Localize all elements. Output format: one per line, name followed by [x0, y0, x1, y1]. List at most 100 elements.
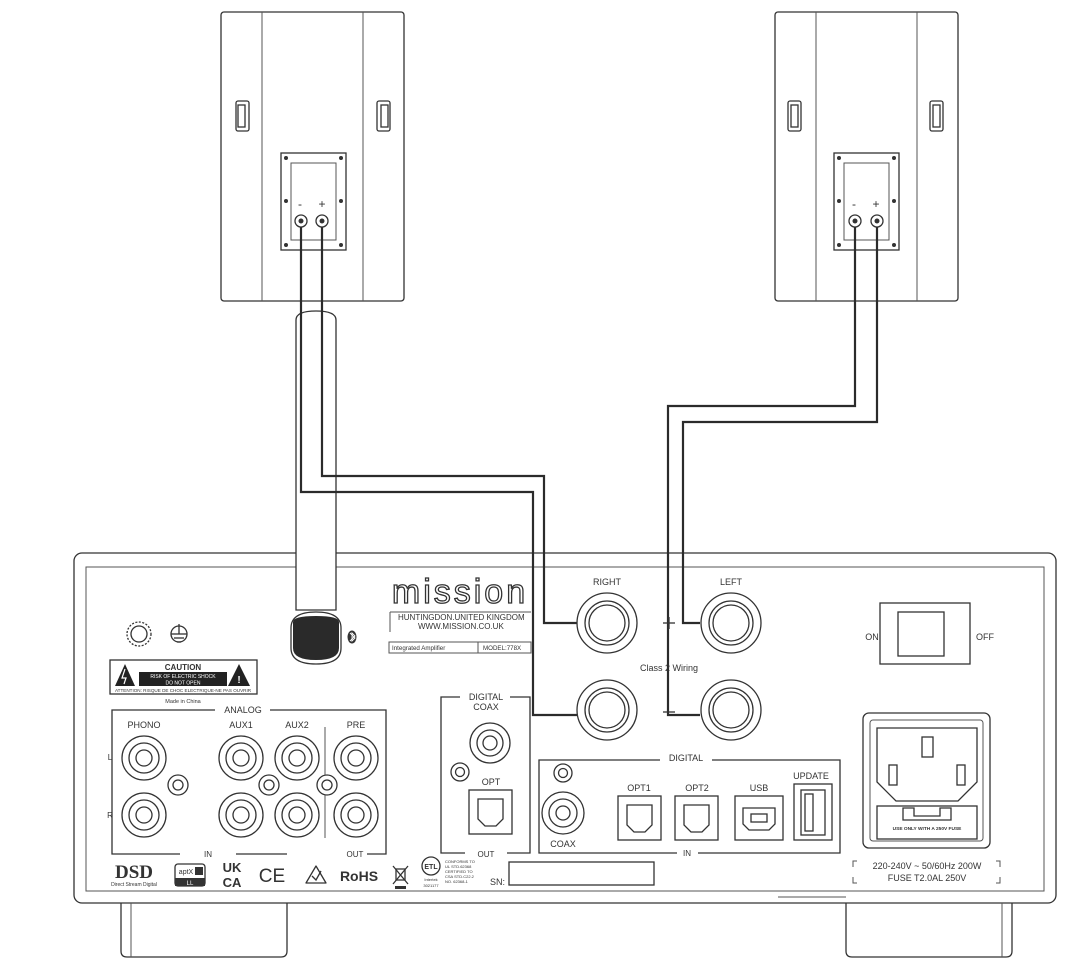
etl-line2: UL STD.62368 — [445, 864, 472, 869]
left-speaker: - + — [220, 11, 405, 302]
digital-out-title1: DIGITAL — [469, 692, 503, 702]
caution-line2: DO NOT OPEN — [166, 681, 201, 687]
digital-in-section: DIGITAL IN COAX OPT1 OPT2 USB UPDATE — [538, 753, 841, 858]
digital-out-out-label: OUT — [478, 850, 495, 859]
ground-icon — [170, 624, 188, 643]
right-speaker-minus-label: - — [852, 197, 856, 211]
phono-l-jack[interactable] — [121, 735, 167, 781]
speaker-outputs: RIGHT LEFT Class 2 Wiring — [576, 577, 762, 741]
left-negative-binding-post[interactable] — [700, 679, 762, 741]
power-rating: 220-240V ~ 50/60Hz 200W FUSE T2.0AL 250V — [852, 860, 1001, 884]
right-negative-binding-post[interactable] — [576, 679, 638, 741]
aux2-r-jack[interactable] — [274, 792, 320, 838]
analog-phono-label: PHONO — [127, 720, 160, 730]
phono-r-jack[interactable] — [121, 792, 167, 838]
svg-text:ETL: ETL — [424, 864, 438, 871]
serial-number-field — [508, 861, 655, 886]
power-rating-line1: 220-240V ~ 50/60Hz 200W — [873, 861, 982, 871]
right-speaker-terminal-plate — [833, 152, 900, 251]
aptx-text: aptX — [179, 869, 194, 876]
analog-ground-post[interactable] — [258, 774, 280, 796]
fuse-warning-label: USE ONLY WITH A 250V FUSE — [893, 826, 962, 832]
analog-out-label: OUT — [347, 850, 364, 859]
analog-ground-post[interactable] — [316, 774, 338, 796]
etl-line3: CERTIFIED TO — [445, 869, 473, 874]
digital-out-ground-post[interactable] — [450, 762, 470, 782]
digital-in-title: DIGITAL — [669, 753, 703, 763]
usb-b-port[interactable] — [734, 795, 784, 841]
digital-in-ground-post[interactable] — [553, 763, 573, 783]
svg-text:!: ! — [237, 675, 240, 686]
dsd-logo: DSD — [115, 862, 153, 883]
phono-ground-post[interactable] — [167, 774, 189, 796]
caution-line1: RISK OF ELECTRIC SHOCK — [150, 674, 216, 680]
warning-icon — [115, 664, 135, 686]
speaker-cables — [299, 227, 879, 717]
analog-aux1-label: AUX1 — [229, 720, 253, 730]
analog-l-label: L — [108, 753, 113, 762]
brand-block: mission HUNTINGDON.UNITED KINGDOM WWW.MI… — [388, 572, 532, 654]
aux1-r-jack[interactable] — [218, 792, 264, 838]
analog-pre-label: PRE — [347, 720, 366, 730]
power-switch[interactable] — [879, 602, 971, 665]
weee-bin-icon — [392, 865, 409, 889]
output-right-label: RIGHT — [593, 577, 622, 587]
aptx-sub-text: LL — [187, 881, 194, 887]
pre-r-jack[interactable] — [333, 792, 379, 838]
bluetooth-antenna — [290, 310, 342, 665]
analog-aux2-label: AUX2 — [285, 720, 309, 730]
caution-label: ! CAUTION RISK OF ELECTRIC SHOCK DO NOT … — [109, 659, 258, 705]
ukca-logo-top: UK — [223, 860, 242, 875]
optical-in-2-port[interactable] — [674, 795, 719, 841]
right-speaker-plus-label: + — [872, 197, 879, 211]
right-positive-binding-post[interactable] — [576, 592, 638, 654]
left-speaker-plus-label: + — [318, 197, 325, 211]
fuse-holder[interactable] — [902, 807, 952, 821]
digital-in-usb-label: USB — [750, 783, 769, 793]
iec-socket[interactable] — [876, 727, 978, 802]
aux1-l-jack[interactable] — [218, 735, 264, 781]
analog-in-label: IN — [204, 850, 212, 859]
model-label: MODEL:778X — [483, 645, 521, 652]
digital-out-title2: COAX — [473, 702, 499, 712]
digital-coax-out-jack[interactable] — [469, 722, 511, 764]
power-off-label: OFF — [976, 632, 994, 642]
digital-in-coax-label: COAX — [550, 839, 576, 849]
optical-out-port[interactable] — [468, 789, 513, 835]
pre-l-jack[interactable] — [333, 735, 379, 781]
aux2-l-jack[interactable] — [274, 735, 320, 781]
digital-in-opt1-label: OPT1 — [627, 783, 651, 793]
etl-line4: CSA STD.C22.2 — [445, 874, 475, 879]
left-positive-binding-post[interactable] — [700, 592, 762, 654]
etl-line1: CONFORMS TO — [445, 859, 475, 864]
wiring-class-label: Class 2 Wiring — [640, 663, 698, 673]
made-in-label: Made in China — [165, 699, 201, 705]
digital-in-in-label: IN — [683, 849, 691, 858]
dsd-subtitle: Direct Stream Digital — [111, 882, 157, 888]
etl-intertek: Intertek — [424, 877, 437, 882]
optical-in-1-port[interactable] — [617, 795, 662, 841]
output-left-label: LEFT — [720, 577, 743, 587]
amplifier-rear-panel — [73, 552, 1057, 958]
bluetooth-icon — [347, 630, 357, 644]
digital-in-opt2-label: OPT2 — [685, 783, 709, 793]
analog-title: ANALOG — [224, 705, 262, 715]
check-triangle-icon — [305, 865, 327, 884]
aptx-logo: aptX LL — [174, 863, 206, 887]
etl-number: 3021177 — [423, 883, 439, 888]
rohs-logo: RoHS — [340, 868, 378, 884]
left-speaker-terminal-plate — [280, 152, 347, 251]
ground-terminal[interactable] — [126, 621, 152, 647]
right-speaker: - + — [774, 11, 959, 302]
power-rating-line2: FUSE T2.0AL 250V — [888, 873, 967, 883]
power-on-label: ON — [865, 632, 879, 642]
analog-r-label: R — [107, 811, 113, 820]
warning-icon — [228, 664, 250, 686]
ukca-logo-bottom: CA — [223, 875, 242, 890]
power-inlet: USE ONLY WITH A 250V FUSE — [862, 712, 991, 849]
caution-title: CAUTION — [165, 663, 202, 672]
digital-coax-in-jack[interactable] — [541, 791, 585, 835]
left-speaker-minus-label: - — [298, 197, 302, 211]
update-usb-a-port[interactable] — [793, 783, 833, 841]
